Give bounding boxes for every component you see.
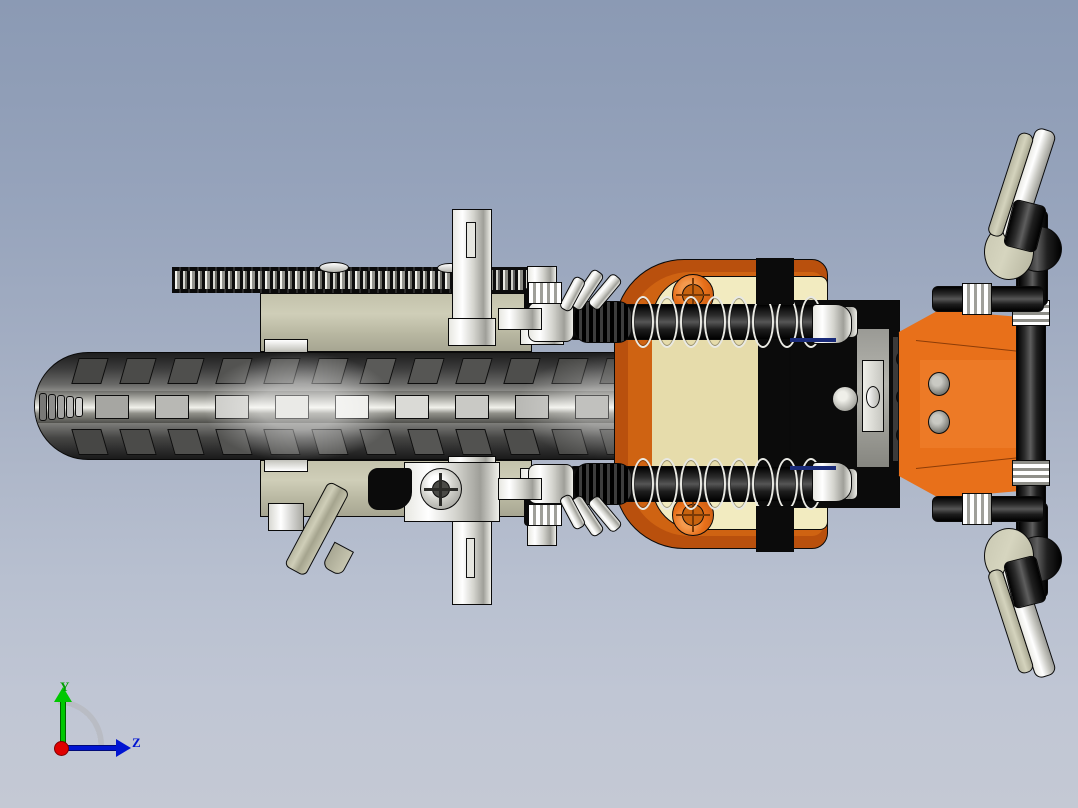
tire-knob xyxy=(167,429,205,455)
tire-center-block xyxy=(95,395,129,419)
fender-stud-upper xyxy=(928,372,950,396)
spring-coil xyxy=(704,458,726,510)
tire-nose-chevron xyxy=(75,397,83,417)
rear-bar-ring-lower xyxy=(1012,460,1050,486)
handlebar-crossbar-upper-ring xyxy=(962,283,992,315)
axis-x-origin xyxy=(54,741,69,756)
spring-coil xyxy=(728,458,750,510)
shock-boot-upper xyxy=(574,301,632,343)
spring-coil xyxy=(728,296,750,348)
brake-disc-upper-spoke-v xyxy=(692,278,694,312)
spring-coil xyxy=(632,296,654,348)
tire-nose-chevron xyxy=(57,395,65,419)
upper-linkage-bar xyxy=(498,308,542,330)
tire-center-block xyxy=(515,395,549,419)
fork-bottom-cap-upper xyxy=(268,503,304,531)
tire-center-block xyxy=(395,395,429,419)
axis-z-arrowhead xyxy=(116,739,131,757)
rear-bottom-stub xyxy=(756,506,794,552)
tire-knob xyxy=(71,358,109,384)
tire-center-block xyxy=(575,395,609,419)
fork-tube-collar xyxy=(448,318,496,346)
tire-nose-chevron xyxy=(39,393,47,421)
tire-knob xyxy=(455,358,493,384)
tire-knob xyxy=(455,429,493,455)
shock-mount-accent-upper xyxy=(790,338,836,342)
rear-top-stub xyxy=(756,258,794,304)
tire-knob xyxy=(167,358,205,384)
tire-knob xyxy=(407,358,445,384)
upper-linkage-collar xyxy=(528,282,562,304)
view-orientation-triad: Y Z xyxy=(40,679,150,780)
spring-coil xyxy=(632,458,654,510)
lower-linkage-bar xyxy=(498,478,542,500)
axis-z xyxy=(62,745,120,751)
fender-stud-lower xyxy=(928,410,950,434)
tire-center-block xyxy=(335,395,369,419)
rear-detail-pin xyxy=(866,386,880,408)
tire-knob xyxy=(407,429,445,455)
tire-nose-chevron xyxy=(66,396,74,418)
tire-center-block xyxy=(275,395,309,419)
spring-coil xyxy=(656,458,678,510)
rear-hub-star xyxy=(832,386,858,412)
gear-hub-spoke-v xyxy=(439,473,442,506)
fork-tube-lower-slot xyxy=(466,538,475,578)
shock-mount-upper xyxy=(812,304,852,344)
triple-clamp-lower xyxy=(527,522,557,546)
tire-knob xyxy=(119,358,157,384)
axis-y-label: Y xyxy=(60,679,70,694)
spring-coil xyxy=(656,296,678,348)
handlebar-upper[interactable] xyxy=(956,118,1076,308)
fork-tube-slot xyxy=(466,222,476,258)
spring-coil xyxy=(680,458,702,510)
spring-coil xyxy=(704,296,726,348)
spring-coil xyxy=(752,458,774,510)
shock-mount-accent-lower xyxy=(790,466,836,470)
tire-knob xyxy=(119,429,157,455)
brake-disc-lower-spoke-v xyxy=(692,498,694,532)
handlebar-crossbar-lower-ring xyxy=(962,493,992,525)
lower-linkage-collar xyxy=(528,504,562,526)
tire-center-block xyxy=(215,395,249,419)
tire-nose-chevron xyxy=(48,394,56,420)
kickstand-pivot xyxy=(368,468,412,510)
axis-y-arrowhead xyxy=(54,687,72,702)
handlebar-lower[interactable] xyxy=(956,500,1076,690)
tire-knob xyxy=(71,429,109,455)
axis-z-label: Z xyxy=(132,735,141,750)
spring-coil xyxy=(680,296,702,348)
tire-center-block xyxy=(455,395,489,419)
tire-center-block xyxy=(155,395,189,419)
